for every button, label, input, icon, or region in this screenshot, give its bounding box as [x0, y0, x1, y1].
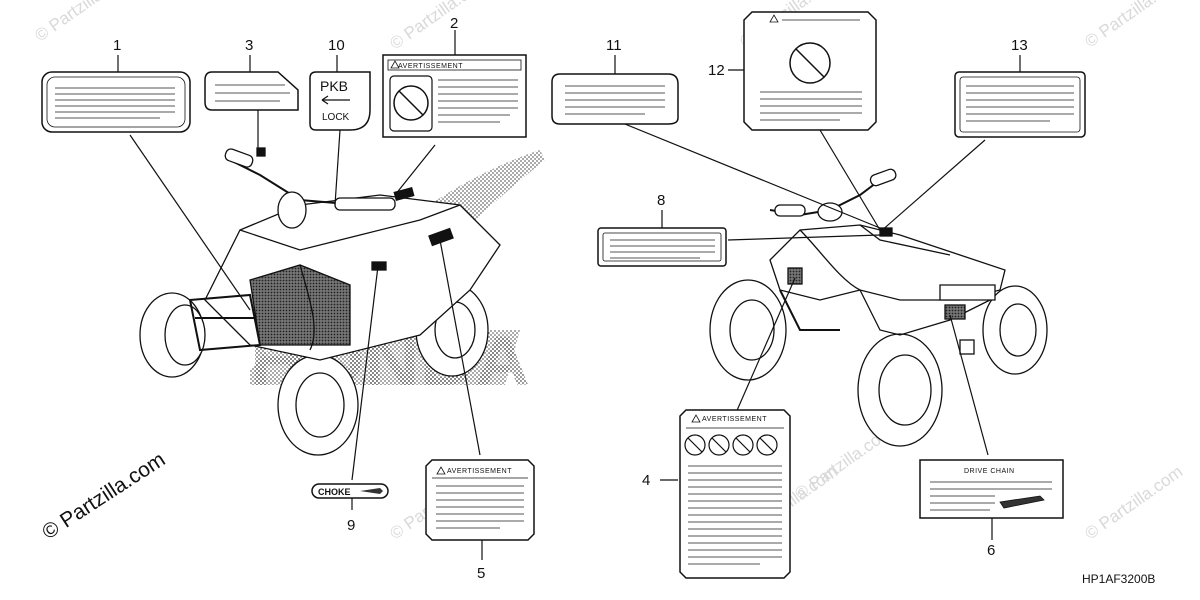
- callout-3: 3: [245, 37, 253, 54]
- diagram-code: HP1AF3200B: [1082, 572, 1155, 586]
- atv-front-view: [139, 147, 501, 456]
- callout-6: 6: [987, 542, 995, 559]
- label-1-decal[interactable]: [41, 71, 191, 133]
- avertissement-text: AVERTISSEMENT: [702, 416, 767, 423]
- avertissement-text: AVERTISSEMENT: [447, 468, 512, 475]
- label-13-decal[interactable]: [954, 71, 1086, 138]
- avertissement-text: AVERTISSEMENT: [398, 63, 463, 70]
- callout-4: 4: [642, 472, 650, 489]
- lock-text: LOCK: [322, 112, 350, 123]
- label-12-decal[interactable]: [743, 11, 877, 131]
- callout-10: 10: [328, 37, 345, 54]
- label-2-warning-decal[interactable]: AVERTISSEMENT: [382, 54, 527, 138]
- pkb-text: PKB: [320, 78, 348, 94]
- watermark-faint: © Partzilla.com: [1081, 462, 1186, 543]
- drive-chain-text: DRIVE CHAIN: [964, 468, 1015, 475]
- atv-rear-view: [709, 168, 1048, 447]
- label-4-warning-decal[interactable]: AVERTISSEMENT: [679, 409, 791, 579]
- leader-lines: [117, 30, 1021, 560]
- callout-2: 2: [450, 15, 458, 32]
- partzilla-watermark: © Partzilla.com: [38, 448, 169, 544]
- callout-9: 9: [347, 517, 355, 534]
- label-10-parking-brake-decal[interactable]: PKB LOCK: [309, 71, 371, 131]
- callout-5: 5: [477, 565, 485, 582]
- label-8-decal[interactable]: [597, 227, 727, 267]
- callout-13: 13: [1011, 37, 1028, 54]
- label-3-decal[interactable]: [204, 71, 299, 111]
- watermark-faint: © Partzilla.com: [1081, 0, 1186, 51]
- label-9-choke-decal[interactable]: CHOKE: [311, 483, 389, 499]
- choke-text: CHOKE: [318, 487, 351, 497]
- callout-12: 12: [708, 62, 725, 79]
- label-5-warning-decal[interactable]: AVERTISSEMENT: [425, 459, 535, 541]
- label-11-decal[interactable]: [551, 73, 679, 125]
- watermark-faint: © Partzilla.com: [386, 0, 491, 53]
- label-6-drive-chain-decal[interactable]: DRIVE CHAIN: [919, 459, 1064, 519]
- callout-1: 1: [113, 37, 121, 54]
- callout-numbers: 1 2 3 4 5 6 8 9 10 11 12 13: [113, 15, 1028, 582]
- callout-11: 11: [606, 37, 622, 54]
- callout-8: 8: [657, 192, 665, 209]
